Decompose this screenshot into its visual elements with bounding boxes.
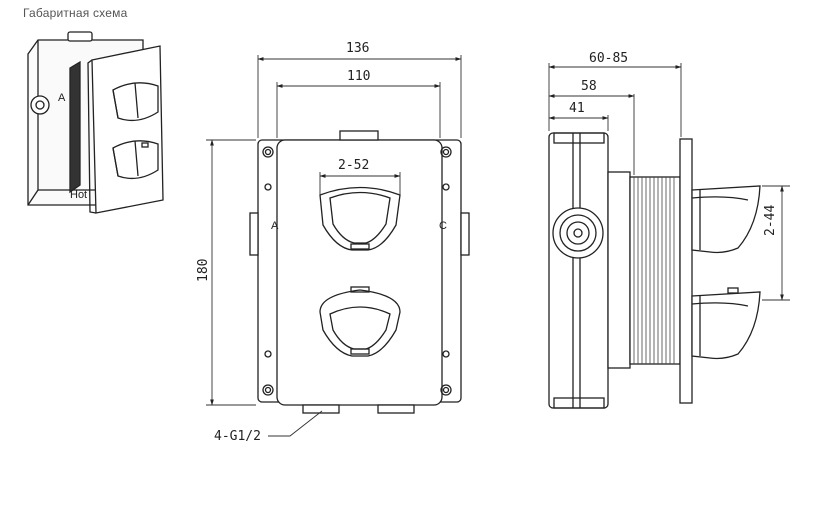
dim-overall-width: 136 [346, 41, 369, 56]
front-left-mark: A [271, 220, 279, 232]
side-dimensions [548, 63, 790, 301]
front-upper-knob [319, 186, 401, 251]
thread-lines [633, 177, 675, 364]
side-lower-knob [691, 287, 761, 360]
iso-port-label: A [58, 92, 66, 104]
side-view [548, 132, 761, 409]
diagram-caption: Габаритная схема [23, 6, 128, 20]
front-lower-knob [319, 286, 401, 357]
dim-body-depth: 58 [581, 79, 597, 94]
front-right-mark: C [439, 220, 447, 232]
front-dimensions [206, 55, 462, 437]
front-view [249, 130, 470, 414]
dim-overall-height: 180 [196, 259, 211, 282]
iso-knob-label: Hot [70, 189, 87, 201]
mounting-holes [262, 146, 452, 396]
dim-installation-depth: 60-85 [589, 51, 628, 66]
dim-connections: 4-G1/2 [214, 429, 261, 444]
side-upper-knob [691, 185, 761, 254]
dim-hole-spacing: 110 [347, 69, 370, 84]
dim-cover-depth: 41 [569, 101, 585, 116]
isometric-view [27, 31, 164, 214]
dim-knob-height: 2-44 [763, 205, 778, 236]
dim-knob-width: 2-52 [338, 158, 369, 173]
